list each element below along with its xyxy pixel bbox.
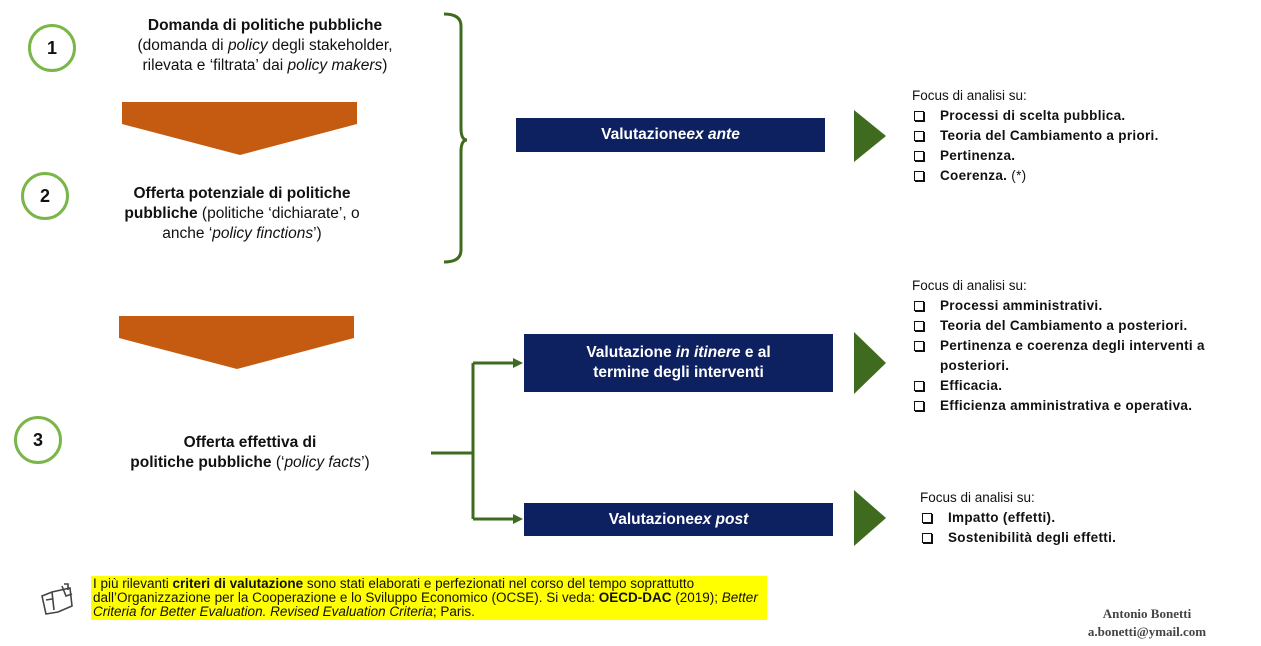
branch-connector xyxy=(431,361,516,521)
author-name: Antonio Bonetti xyxy=(1102,606,1192,621)
list-item: Teoria del Cambiamento a posteriori. xyxy=(912,316,1257,336)
branch-arrow-bottom xyxy=(513,514,523,524)
stage-2-title: Offerta potenziale di politiche xyxy=(133,185,351,202)
list-item: Processi di scelta pubblica. xyxy=(912,106,1252,126)
step-3-circle: 3 xyxy=(14,416,62,464)
criteria-note: I più rilevanti criteri di valutazione s… xyxy=(91,576,767,620)
evaluation-ex-ante: Valutazione ex ante xyxy=(516,118,825,152)
stage-2-text: Offerta potenziale di politiche pubblich… xyxy=(92,184,392,244)
focus-ex-post: Focus di analisi su: Impatto (effetti). … xyxy=(920,488,1220,548)
checkbox-icon xyxy=(914,401,924,411)
focus-ex-ante: Focus di analisi su: Processi di scelta … xyxy=(912,86,1252,186)
stage-3-title: Offerta effettiva di xyxy=(183,434,317,451)
arrow-head-1 xyxy=(854,110,886,162)
step-2-circle: 2 xyxy=(21,172,69,220)
checkbox-icon xyxy=(922,513,932,523)
checkbox-icon xyxy=(914,131,924,141)
focus-ex-ante-header: Focus di analisi su: xyxy=(912,88,1027,103)
focus-ex-post-header: Focus di analisi su: xyxy=(920,490,1035,505)
curly-bracket xyxy=(443,12,468,264)
notepad-icon xyxy=(41,583,73,615)
stage-1-detail: (domanda di policy degli stakeholder,ril… xyxy=(137,37,393,74)
stage-3-detail: politiche pubbliche (‘policy facts’) xyxy=(130,454,370,471)
stage-1-text: Domanda di politiche pubbliche (domanda … xyxy=(95,16,435,76)
step-1-circle: 1 xyxy=(28,24,76,72)
list-item: Coerenza. (*) xyxy=(912,166,1252,186)
checkbox-icon xyxy=(914,111,924,121)
focus-in-itinere: Focus di analisi su: Processi amministra… xyxy=(912,276,1257,416)
checkbox-icon xyxy=(914,301,924,311)
list-item: Impatto (effetti). xyxy=(920,508,1220,528)
checkbox-icon xyxy=(914,321,924,331)
arrow-head-2 xyxy=(854,332,886,394)
checkbox-icon xyxy=(922,533,932,543)
checkbox-icon xyxy=(914,151,924,161)
list-item: Pertinenza e coerenza degli interventi a… xyxy=(912,336,1257,376)
checkbox-icon xyxy=(914,381,924,391)
list-item: Efficienza amministrativa e operativa. xyxy=(912,396,1257,416)
list-item: Teoria del Cambiamento a priori. xyxy=(912,126,1252,146)
list-item: Processi amministrativi. xyxy=(912,296,1257,316)
chevron-2 xyxy=(119,316,354,369)
list-item: Sostenibilità degli effetti. xyxy=(920,528,1220,548)
stage-3-text: Offerta effettiva di politiche pubbliche… xyxy=(100,433,400,473)
chevron-1 xyxy=(122,102,357,155)
list-item: Efficacia. xyxy=(912,376,1257,396)
stage-1-title: Domanda di politiche pubbliche xyxy=(147,17,383,34)
focus-in-itinere-header: Focus di analisi su: xyxy=(912,278,1027,293)
evaluation-ex-post: Valutazione ex post xyxy=(524,503,833,536)
checkbox-icon xyxy=(914,171,924,181)
arrow-head-3 xyxy=(854,490,886,546)
author-email: a.bonetti@ymail.com xyxy=(1087,624,1207,639)
list-item: Pertinenza. xyxy=(912,146,1252,166)
branch-arrow-top xyxy=(513,358,523,368)
checkbox-icon xyxy=(914,341,924,351)
